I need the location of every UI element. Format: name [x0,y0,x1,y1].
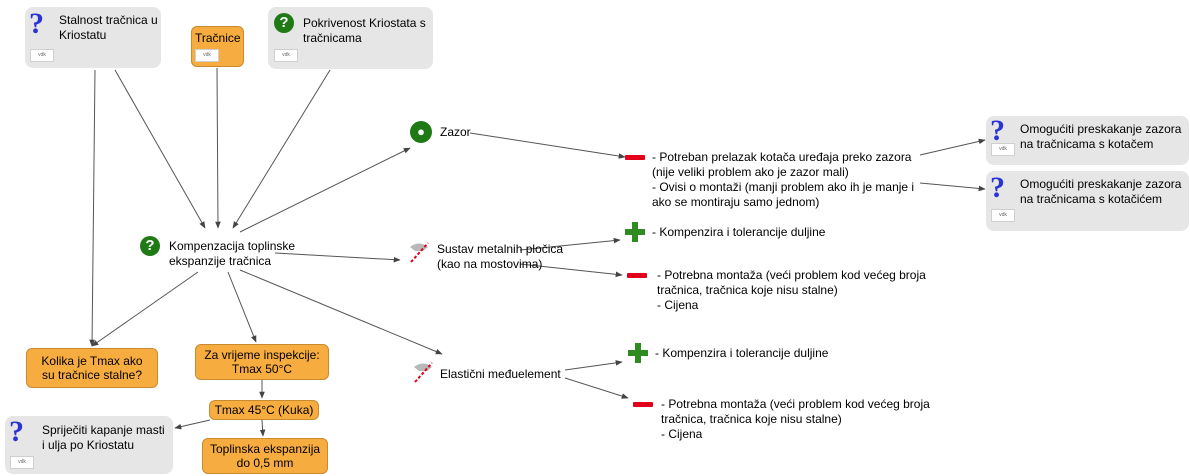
edge-tracnice-kompenzacija [215,67,221,229]
tracnice-node[interactable]: Tračnice vdk [191,26,244,67]
lightbulb-icon: ● [410,121,432,143]
inspekcija-node[interactable]: Za vrijeme inspekcije: Tmax 50°C [195,344,329,380]
edge-sustav-con [519,263,623,278]
edge-kompenzacija-zazor [239,147,411,233]
edge-kompenzacija-sustav [274,252,401,263]
vdk-tag: vdk [10,456,34,469]
question-circle-icon: ? [140,236,160,256]
inspekcija-label-1: Za vrijeme inspekcije: [204,348,320,362]
question-icon: ? [29,7,44,40]
inspekcija-label-2: Tmax 50°C [231,362,293,376]
crossed-idea-icon [410,242,429,263]
edge-stalnost-kompenzacija [114,69,206,229]
zazor-label[interactable]: Zazor [440,125,471,139]
edge-con-omog2 [919,182,986,192]
edge-kompenzacija-kolika [91,271,199,347]
vdk-tag: vdk [274,49,298,62]
question-circle-icon: ? [274,13,294,33]
tracnice-label: Tračnice [195,31,241,45]
minus-icon [625,155,645,160]
sustav-con-text[interactable]: - Potrebna montaža (veći problem kod već… [657,268,926,312]
kolika-label-2: su tračnice stalne? [41,368,143,382]
vdk-tag: vdk [991,209,1015,222]
minus-icon [627,273,647,278]
edge-stalnost-kolika [89,69,96,347]
edge-kuka-sprijeciti [174,419,211,430]
crossed-idea-icon [414,362,433,383]
kuka-label: Tmax 45°C (Kuka) [214,403,314,417]
toplinska-label-1: Toplinska ekspanzija [209,442,321,456]
edge-kompenzacija-elasticni [239,269,443,355]
edge-pokrivenost-kompenzacija [232,69,331,229]
elast-con-text[interactable]: - Potrebna montaža (veći problem kod već… [661,397,930,441]
toplinska-label-2: do 0,5 mm [236,456,294,470]
vdk-tag: vdk [991,143,1015,156]
minus-icon [633,402,653,407]
question-icon: ? [9,415,24,448]
toplinska-node[interactable]: Toplinska ekspanzija do 0,5 mm [202,438,328,474]
question-icon: ? [990,114,1005,147]
kolika-label-1: Kolika je Tmax ako [41,354,143,368]
plus-icon [628,343,648,363]
sustav-label[interactable]: Sustav metalnih pločica(kao na mostovima… [437,242,564,271]
sustav-pro-text[interactable]: - Kompenzira i tolerancije duljine [652,225,826,239]
kuka-node[interactable]: Tmax 45°C (Kuka) [209,400,319,420]
kolika-node[interactable]: Kolika je Tmax ako su tračnice stalne? [26,348,158,388]
question-icon: ? [990,171,1005,204]
edge-elast-con [564,377,629,399]
vdk-tag: vdk [195,49,219,62]
vdk-tag: vdk [30,49,54,62]
edge-kompenzacija-inspekcija [227,271,257,343]
zazor-con-text[interactable]: - Potreban prelazak kotača uređaja preko… [652,150,915,209]
edge-kuka-toplinska [259,419,266,437]
edge-zazor-con [469,132,626,159]
edge-con-omog1 [919,138,986,156]
edge-elast-pro [564,360,623,371]
edge-sustav-pro [519,237,621,251]
elast-pro-text[interactable]: - Kompenzira i tolerancije duljine [655,346,829,360]
plus-icon [625,222,645,242]
elasticni-label[interactable]: Elastični međuelement [440,367,561,381]
